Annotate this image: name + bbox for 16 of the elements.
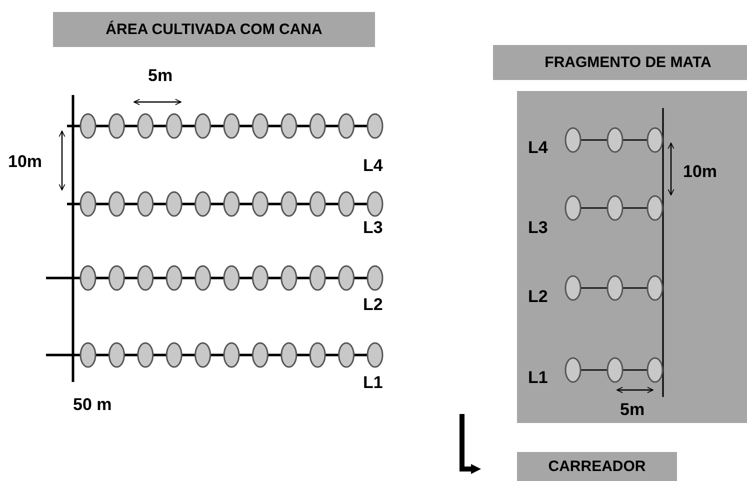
dimension-label: 5m: [620, 400, 645, 420]
line-label: L4: [528, 138, 548, 158]
section-heading: FRAGMENTO DE MATA: [493, 45, 747, 80]
line-label: L2: [363, 295, 383, 315]
dimension-label: 50 m: [73, 395, 112, 415]
dimension-label: 10m: [683, 162, 718, 182]
line-label: L1: [363, 373, 383, 393]
line-label: L2: [528, 287, 548, 307]
legend-label: CARREADOR: [517, 452, 677, 481]
dimension-label: 10m: [8, 152, 42, 172]
line-label: L1: [528, 368, 548, 388]
line-label: L4: [363, 156, 383, 176]
dimension-label: 5m: [148, 66, 173, 86]
section-heading: ÁREA CULTIVADA COM CANA: [53, 12, 375, 47]
line-label: L3: [528, 218, 548, 238]
line-label: L3: [363, 218, 383, 238]
